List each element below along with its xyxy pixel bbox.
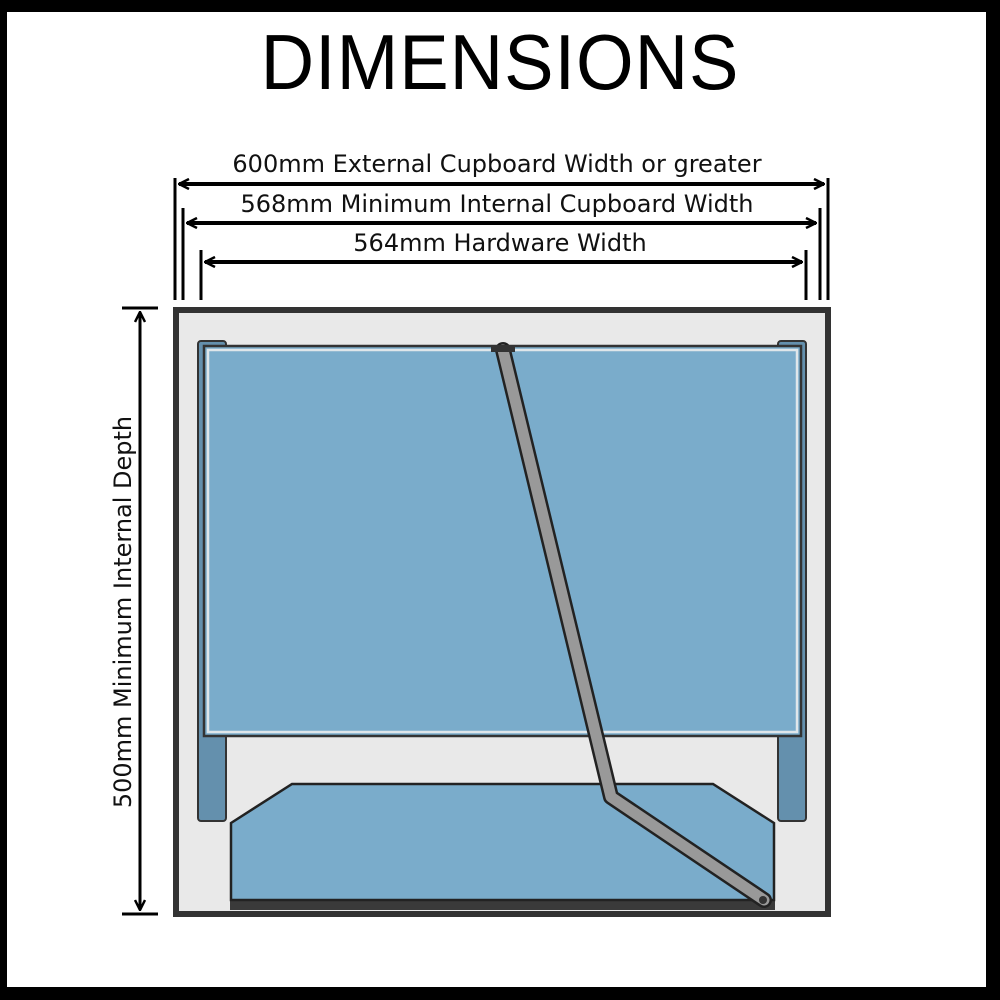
lower-tray [229,782,776,902]
extension-lines [122,178,830,916]
external-width-label: 600mm External Cupboard Width or greater [232,150,761,178]
upper-tray [202,344,803,738]
dimension-arrows [140,184,824,910]
hardware-width-label: 564mm Hardware Width [353,229,646,257]
linkage-arm [491,342,772,908]
page-title: DIMENSIONS [260,18,740,106]
depth-label: 500mm Minimum Internal Depth [109,416,137,808]
internal-width-label: 568mm Minimum Internal Cupboard Width [240,190,753,218]
